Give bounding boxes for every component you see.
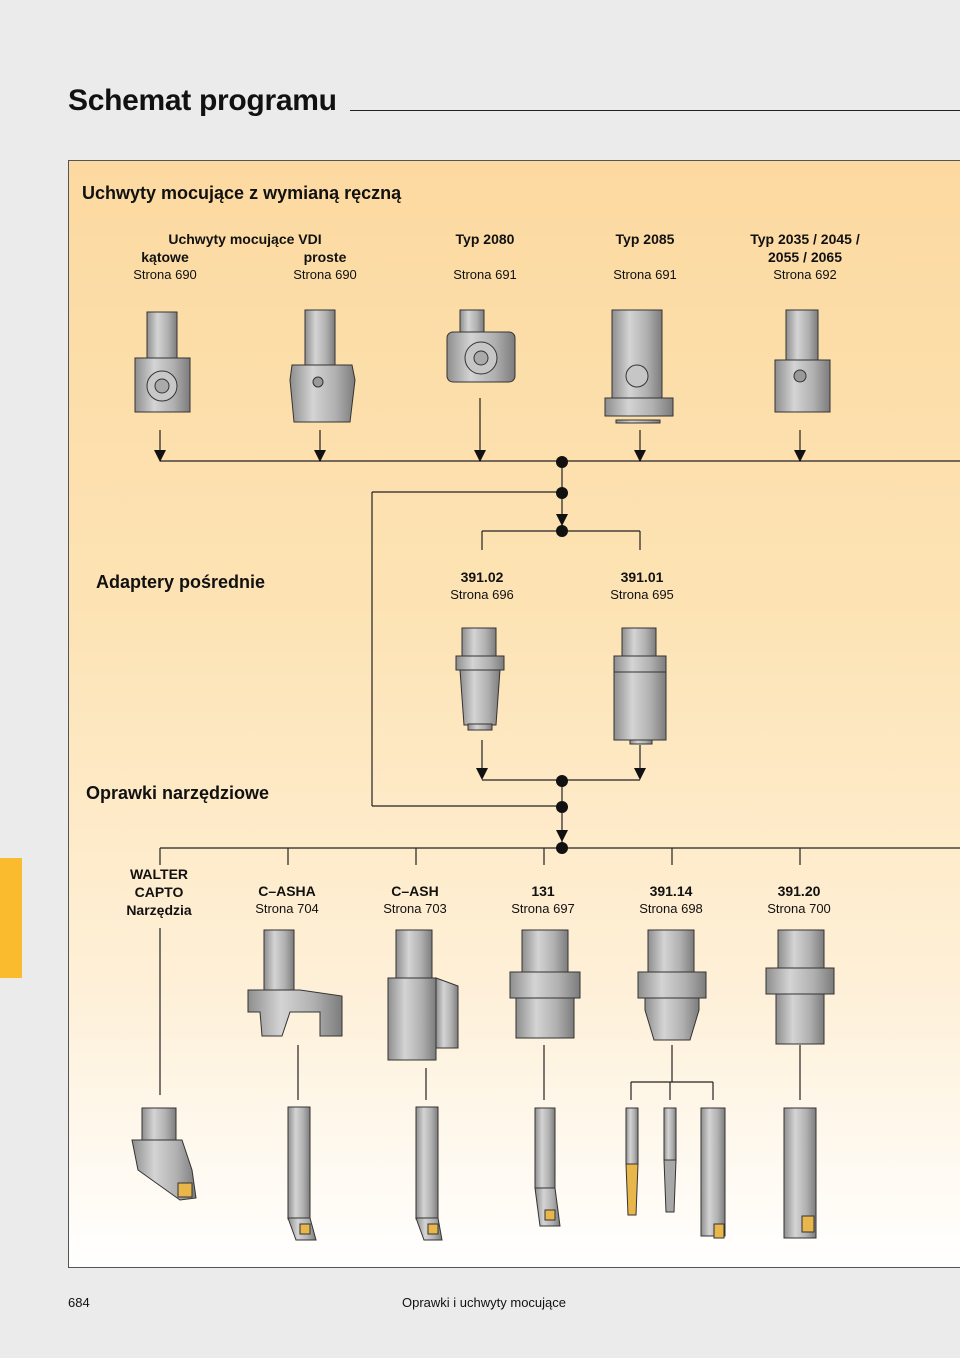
holder-label-katowe: kątowe Strona 690 [133,249,197,282]
arrowheads [154,450,806,842]
tool-label-39120: 391.20 Strona 700 [767,883,831,916]
tool-casha-boring-bar-image [287,1106,317,1241]
section-tab-marker [0,858,22,978]
tool-label-cash: C–ASH Strona 703 [383,883,447,916]
vdi-group-label: Uchwyty mocujące VDI [168,231,322,247]
tool-drill-small-image [625,1107,639,1216]
tools-section-title: Oprawki narzędziowe [86,783,270,803]
tool-131-boring-bar-image [534,1107,561,1227]
tool-capto-image [131,1107,197,1201]
tool-drops [159,848,801,865]
holder-2080-image [446,309,516,383]
page-number: 684 [68,1295,90,1310]
page-title: Schemat programu [68,84,337,117]
tool-indexable-drill-image [700,1107,726,1239]
holder-katowe-image [134,311,191,413]
holder-2035-image [774,309,831,413]
holder-arrows [159,398,801,452]
adapters-section-title: Adaptery pośrednie [96,572,266,592]
holder-2085-image [604,309,674,424]
toolholder-131-image [509,929,581,1039]
tool-shell-mill-image [783,1107,817,1239]
footer-text: Oprawki i uchwyty mocujące [402,1295,566,1310]
toolholder-cash-image [387,929,459,1061]
tool-cash-boring-bar-image [415,1106,443,1241]
tool-label-131: 131 Strona 697 [511,883,575,916]
toolholder-39114-image [637,929,707,1041]
tool-label-capto: WALTER CAPTO Narzędzia [126,866,192,918]
holder-label-2035: Typ 2035 / 2045 / 2055 / 2065 Strona 692 [750,231,860,282]
tool-label-39114: 391.14 Strona 698 [639,883,703,916]
holder-label-2085: Typ 2085 Strona 691 [613,231,677,282]
adapter-39102-image [455,627,505,731]
adapter-label-39102: 391.02 Strona 696 [450,569,514,602]
holders-section-title: Uchwyty mocujące z wymianą ręczną [82,183,402,203]
title-rule [350,110,960,111]
toolholder-casha-image [247,929,343,1037]
toolholder-39120-image [765,929,835,1045]
holder-proste-image [289,309,356,423]
adapter-label-39101: 391.01 Strona 695 [610,569,674,602]
junction-dots [556,456,568,854]
tool-label-casha: C–ASHA Strona 704 [255,883,319,916]
holder-label-proste: proste Strona 690 [293,249,357,282]
holder-label-2080: Typ 2080 Strona 691 [453,231,517,282]
tool-drill-medium-image [663,1107,677,1213]
adapter-39101-image [613,627,667,745]
